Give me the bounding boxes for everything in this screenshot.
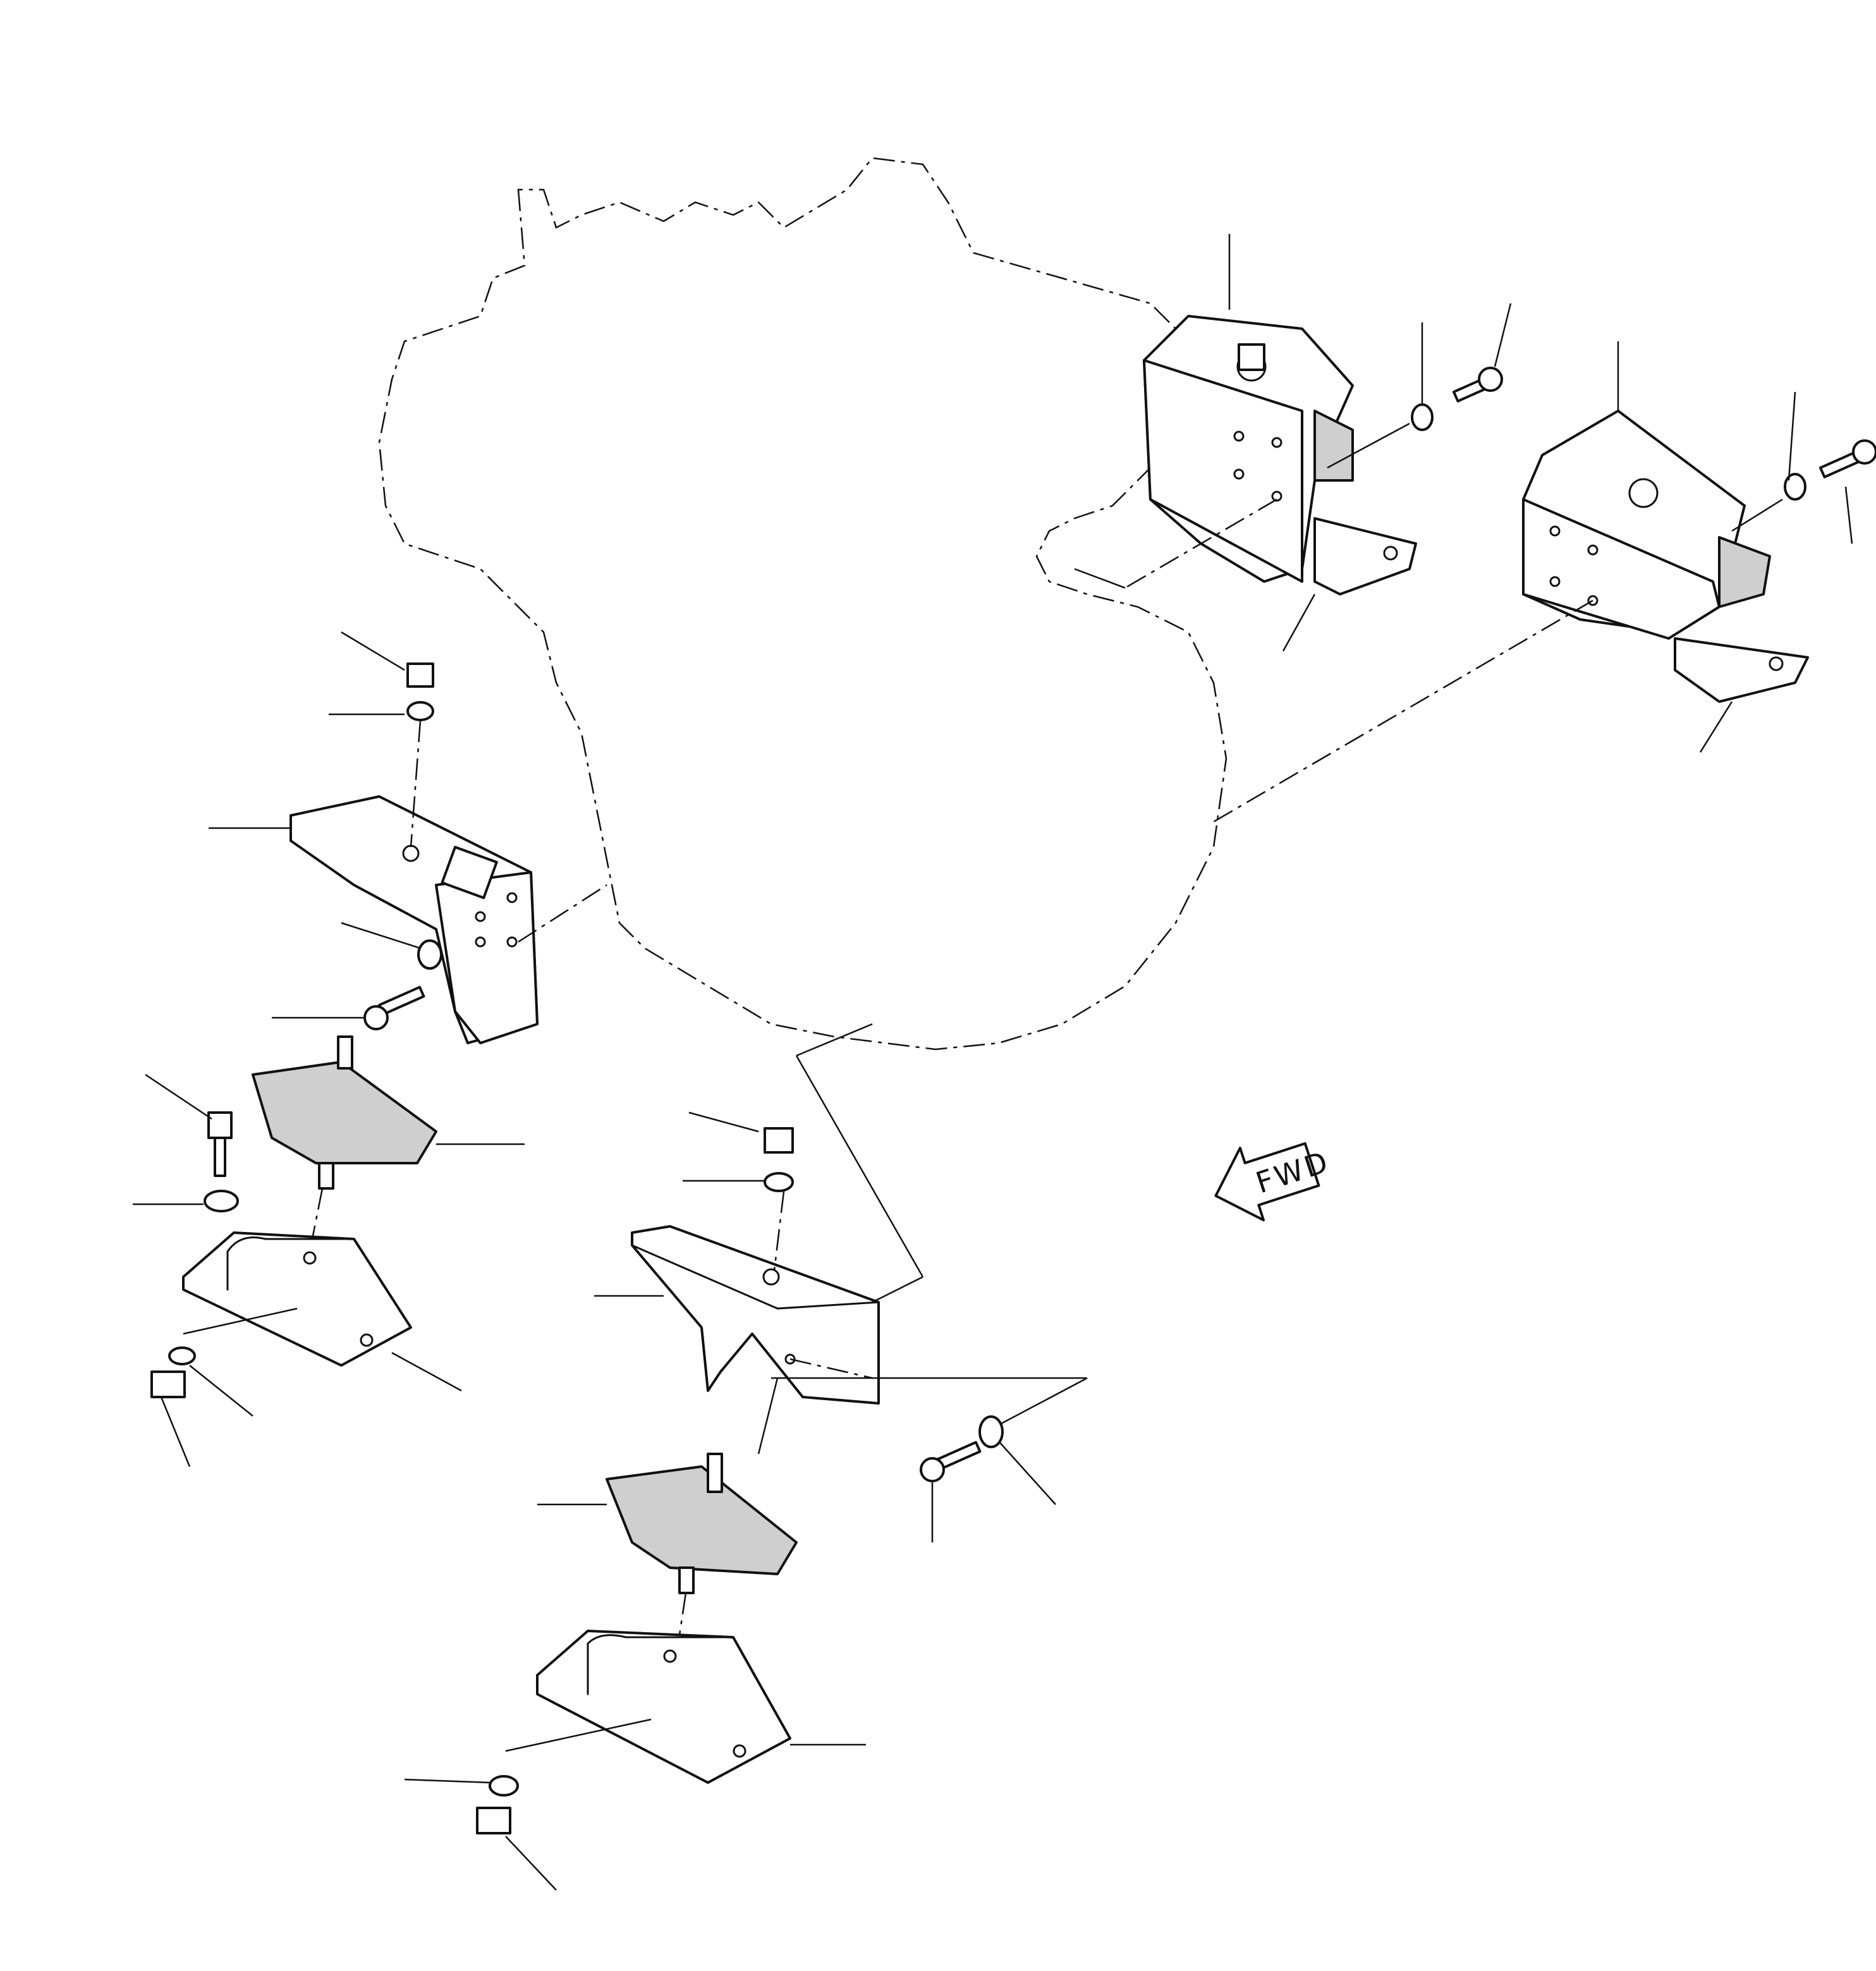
- front-engine-mount-bracket-upper: [1143, 315, 1417, 595]
- rubber-insulator-left: [252, 1035, 437, 1190]
- washer-icon: [406, 701, 434, 721]
- nut-icon: [764, 1127, 794, 1154]
- washer-icon: [417, 939, 442, 970]
- washer-icon: [204, 1190, 239, 1212]
- rubber-insulator-center: [606, 1453, 798, 1594]
- engine-block-outline: [378, 157, 1227, 1051]
- washer-icon: [1784, 473, 1806, 501]
- bolt-icon: [1819, 439, 1876, 479]
- front-engine-mount-bracket-right: [1522, 410, 1809, 703]
- mount-base-center: [536, 1630, 791, 1784]
- washer-icon: [764, 1172, 794, 1192]
- rear-mount-bracket-center: [631, 1225, 880, 1405]
- bolt-icon: [207, 1111, 233, 1177]
- bolt-icon: [363, 986, 425, 1030]
- nut-icon: [476, 1807, 511, 1834]
- washer-icon: [489, 1775, 519, 1797]
- washer-icon: [978, 1415, 1004, 1448]
- fwd-direction-arrow: FWD: [1214, 1142, 1334, 1222]
- bolt-icon: [1452, 367, 1503, 403]
- washer-icon: [168, 1346, 196, 1365]
- nut-icon: [150, 1370, 186, 1398]
- mount-base-left: [182, 1231, 412, 1367]
- bolt-icon: [920, 1441, 982, 1482]
- washer-icon: [1411, 403, 1434, 431]
- nut-icon: [406, 662, 434, 688]
- rear-mount-bracket-left: [289, 795, 539, 1044]
